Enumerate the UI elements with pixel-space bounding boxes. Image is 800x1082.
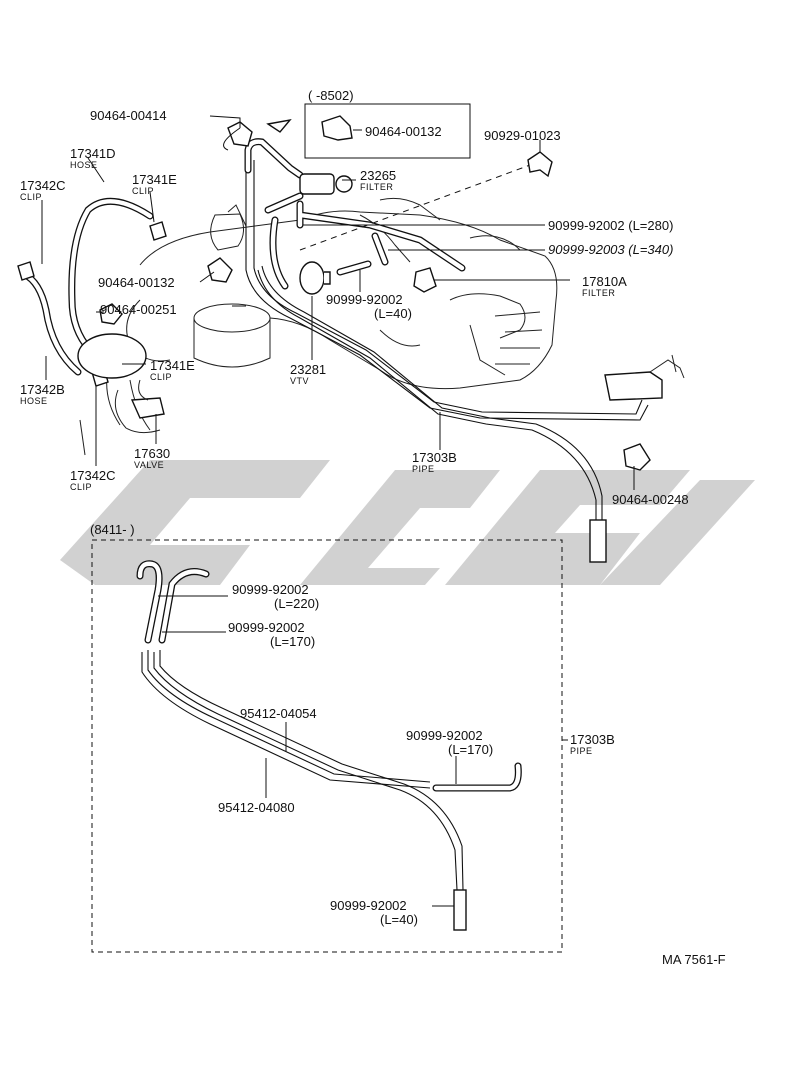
- label-17341e-a-name: CLIP: [132, 186, 154, 196]
- label-90999-92002-l170-b: 90999-92002: [406, 728, 483, 743]
- upper-assembly: [17, 103, 685, 563]
- label-90999-92002-l220: 90999-92002: [232, 582, 309, 597]
- label-90999-92002-l170-b-length: (L=170): [448, 742, 493, 757]
- label-90464-00414: 90464-00414: [90, 108, 167, 123]
- label-17810a: 17810A: [582, 274, 627, 289]
- diagram-code: MA 7561-F: [662, 952, 726, 967]
- label-17341d-name: HOSE: [70, 160, 98, 170]
- label-90464-00132-b: 90464-00132: [98, 275, 175, 290]
- label-17342c-a-name: CLIP: [20, 192, 42, 202]
- label-90999-92002-l170-a-length: (L=170): [270, 634, 315, 649]
- label-17630-name: VALVE: [134, 460, 164, 470]
- label-23281-name: VTV: [290, 376, 309, 386]
- label-23281: 23281: [290, 362, 326, 377]
- label-90999-92002-l40-b: 90999-92002: [330, 898, 407, 913]
- label-17341e-b: 17341E: [150, 358, 195, 373]
- label-17342c-b: 17342C: [70, 468, 116, 483]
- upper-labels: 90464-00414 90464-00132 90929-01023 1734…: [20, 88, 689, 507]
- label-17303b-b-name: PIPE: [570, 746, 593, 756]
- label-17342b: 17342B: [20, 382, 65, 397]
- label-90929-01023: 90929-01023: [484, 128, 561, 143]
- label-95412-04080: 95412-04080: [218, 800, 295, 815]
- label-17342b-name: HOSE: [20, 396, 48, 406]
- label-17630: 17630: [134, 446, 170, 461]
- lower-assembly: [91, 539, 568, 953]
- label-17303b-b: 17303B: [570, 732, 615, 747]
- label-90464-00132-a: 90464-00132: [365, 124, 442, 139]
- label-90464-00251: 90464-00251: [100, 302, 177, 317]
- label-17341e-a: 17341E: [132, 172, 177, 187]
- watermark: [60, 460, 755, 585]
- label-90999-92002-l220-length: (L=220): [274, 596, 319, 611]
- label-17810a-name: FILTER: [582, 288, 615, 298]
- label-17303b-a-name: PIPE: [412, 464, 435, 474]
- label-90464-00248: 90464-00248: [612, 492, 689, 507]
- label-17342c-a: 17342C: [20, 178, 66, 193]
- label-90999-92002-l40-a-length: (L=40): [374, 306, 412, 321]
- label-17303b-a: 17303B: [412, 450, 457, 465]
- label-90999-92002-l40-b-length: (L=40): [380, 912, 418, 927]
- variant-bottom: (8411- ): [90, 522, 135, 537]
- label-23265-name: FILTER: [360, 182, 393, 192]
- label-90999-92002-l170-a: 90999-92002: [228, 620, 305, 635]
- label-17342c-b-name: CLIP: [70, 482, 92, 492]
- label-90999-92002-l40-a: 90999-92002: [326, 292, 403, 307]
- lower-labels: (8411- ) 90999-92002 (L=220) 90999-92002…: [90, 522, 726, 967]
- variant-top: ( -8502): [308, 88, 354, 103]
- label-90999-92003-l340: 90999-92003 (L=340): [548, 242, 673, 257]
- label-95412-04054: 95412-04054: [240, 706, 317, 721]
- label-17341e-b-name: CLIP: [150, 372, 172, 382]
- label-23265: 23265: [360, 168, 396, 183]
- label-90999-92002-l280: 90999-92002 (L=280): [548, 218, 673, 233]
- label-17341d: 17341D: [70, 146, 116, 161]
